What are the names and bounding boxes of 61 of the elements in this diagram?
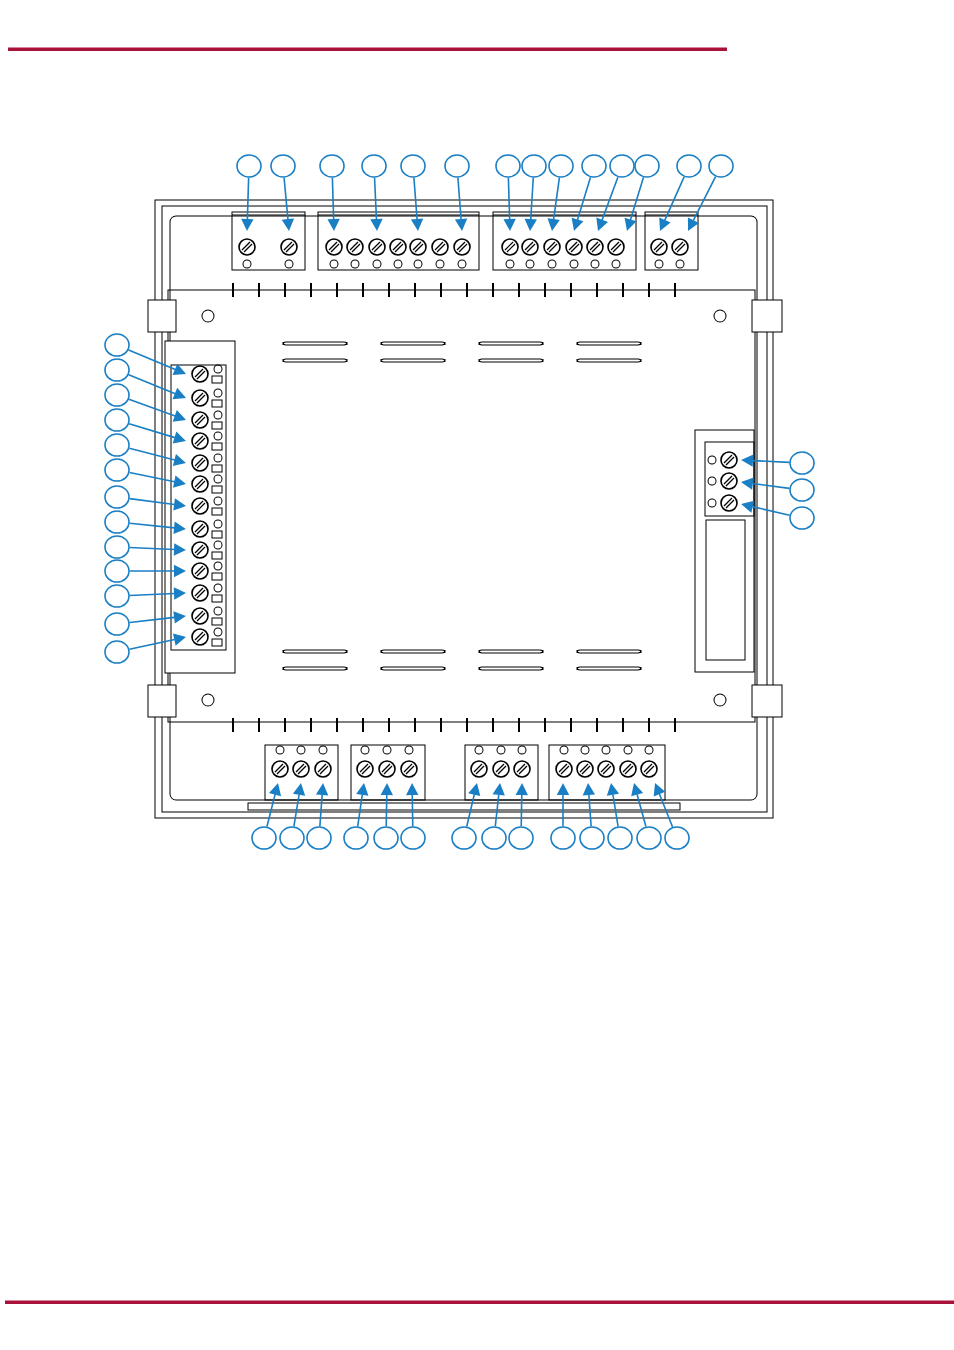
callout-circle — [306, 826, 332, 850]
callout-circle — [789, 478, 815, 502]
callout-circle — [444, 154, 470, 178]
callout-circle — [104, 383, 130, 407]
leader-line — [571, 176, 592, 231]
callout-circle — [279, 826, 305, 850]
callout-circle — [508, 826, 534, 850]
callout-circle — [581, 154, 607, 178]
callout-circle — [104, 358, 130, 382]
callout-circle — [104, 333, 130, 357]
leader-line — [128, 471, 186, 488]
callout-circle — [451, 826, 477, 850]
callout-circle — [343, 826, 369, 850]
leader-line — [128, 447, 186, 466]
callout-circle — [104, 408, 130, 432]
callout-circle — [270, 154, 296, 178]
callout-circle — [481, 826, 507, 850]
callout-circle — [400, 826, 426, 850]
callout-circle — [789, 506, 815, 530]
callout-circle — [104, 510, 130, 534]
callout-circle — [789, 451, 815, 475]
callout-circle — [400, 154, 426, 178]
callout-circle — [495, 154, 521, 178]
callout-circle — [104, 612, 130, 636]
callout-circle — [634, 154, 660, 178]
leader-line — [128, 611, 186, 624]
callout-circle — [521, 154, 547, 178]
callout-circle — [319, 154, 345, 178]
callout-circle — [676, 154, 702, 178]
leader-line — [547, 176, 561, 231]
callout-circle — [104, 485, 130, 509]
leader-line — [128, 398, 186, 422]
callout-circle — [104, 559, 130, 583]
leader-line — [128, 633, 186, 651]
leader-line — [631, 783, 647, 828]
callout-circle — [636, 826, 662, 850]
callout-circle — [104, 535, 130, 559]
callout-circle — [373, 826, 399, 850]
leader-line — [596, 176, 619, 231]
callout-circle — [236, 154, 262, 178]
callout-circle — [104, 584, 130, 608]
callout-circle — [361, 154, 387, 178]
leader-line — [653, 783, 674, 828]
leader-line — [128, 497, 186, 511]
callout-circle — [104, 458, 130, 482]
callout-circle — [104, 640, 130, 664]
callout-circle — [607, 826, 633, 850]
leader-line — [687, 175, 717, 231]
callout-circle — [104, 433, 130, 457]
callout-circle — [579, 826, 605, 850]
callout-circle — [708, 154, 734, 178]
callout-circle — [548, 154, 574, 178]
leader-line — [127, 373, 186, 400]
callout-circle — [550, 826, 576, 850]
leader-line — [741, 500, 791, 516]
callout-circle — [664, 826, 690, 850]
callout-circle — [251, 826, 277, 850]
leader-line — [624, 176, 645, 231]
leader-line — [128, 422, 186, 444]
callout-circle — [609, 154, 635, 178]
leader-line — [659, 176, 685, 231]
